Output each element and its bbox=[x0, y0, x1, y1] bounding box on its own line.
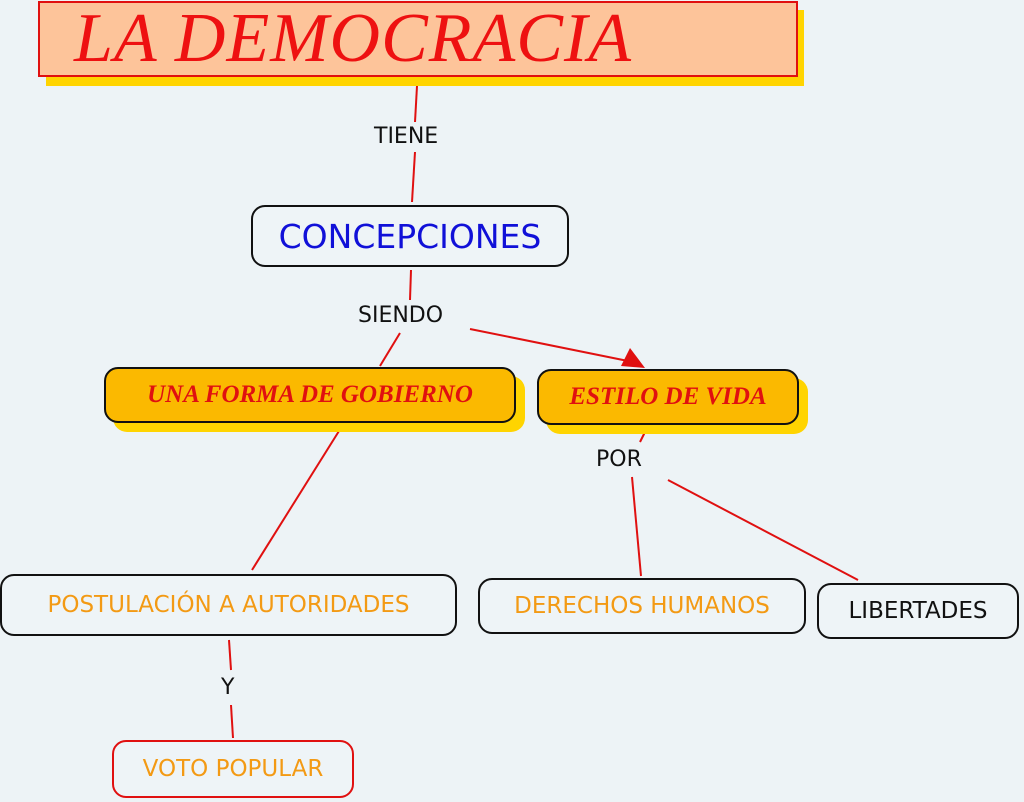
node-label: VOTO POPULAR bbox=[142, 756, 324, 782]
link-label-tiene: TIENE bbox=[370, 126, 443, 148]
node-una-forma-de-gobierno[interactable]: UNA FORMA DE GOBIERNO bbox=[104, 367, 516, 423]
edge-gobierno-postulacion bbox=[251, 430, 340, 571]
node-label: LA DEMOCRACIA bbox=[74, 0, 633, 77]
link-label-siendo: SIENDO bbox=[354, 305, 448, 327]
node-libertades[interactable]: LIBERTADES bbox=[817, 583, 1019, 639]
node-voto-popular[interactable]: VOTO POPULAR bbox=[112, 740, 354, 798]
node-label: LIBERTADES bbox=[848, 598, 988, 624]
node-label: DERECHOS HUMANOS bbox=[514, 593, 770, 619]
node-label: UNA FORMA DE GOBIERNO bbox=[147, 381, 473, 408]
edge-y-voto bbox=[230, 704, 234, 739]
node-label: POSTULACIÓN A AUTORIDADES bbox=[47, 592, 410, 618]
link-label-por: POR bbox=[592, 449, 646, 471]
link-label-y: Y bbox=[217, 677, 239, 699]
node-postulacion-a-autoridades[interactable]: POSTULACIÓN A AUTORIDADES bbox=[0, 574, 457, 636]
edge-por-derechos bbox=[631, 476, 642, 577]
edge-postulacion-y bbox=[228, 639, 232, 671]
edge-concepciones-siendo bbox=[409, 269, 412, 301]
node-derechos-humanos[interactable]: DERECHOS HUMANOS bbox=[478, 578, 806, 634]
arrowhead-icon bbox=[621, 348, 645, 368]
node-la-democracia[interactable]: LA DEMOCRACIA bbox=[38, 1, 798, 77]
edge-tiene-concepciones bbox=[411, 151, 416, 203]
node-label: CONCEPCIONES bbox=[278, 216, 542, 256]
edge-siendo-estilo bbox=[469, 328, 629, 362]
edge-title-tiene bbox=[414, 85, 418, 123]
node-estilo-de-vida[interactable]: ESTILO DE VIDA bbox=[537, 369, 799, 425]
edge-siendo-gobierno bbox=[379, 332, 401, 367]
edge-por-libertades bbox=[667, 479, 859, 581]
node-label: ESTILO DE VIDA bbox=[569, 383, 767, 410]
node-concepciones[interactable]: CONCEPCIONES bbox=[251, 205, 569, 267]
